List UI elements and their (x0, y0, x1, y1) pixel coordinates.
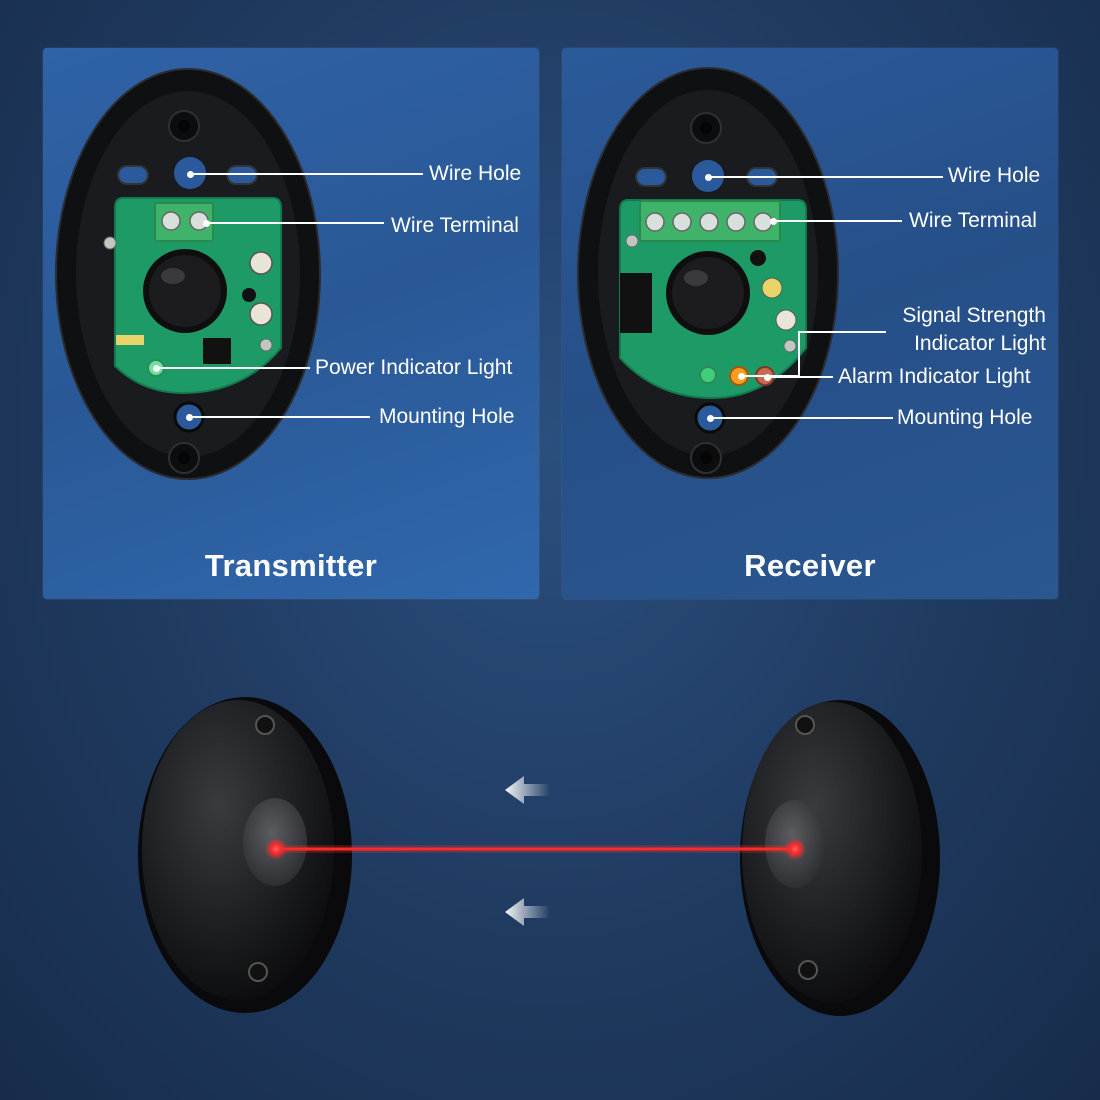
rx-signal-strength-label-2: Indicator Light (914, 332, 1046, 355)
tx-wire-terminal-label: Wire Terminal (391, 214, 519, 237)
receiver-device (740, 700, 940, 1016)
wire-terminal-leader (206, 222, 384, 224)
mounting-hole-leader (189, 416, 370, 418)
tx-mounting-hole-label: Mounting Hole (379, 405, 515, 428)
alarm-indicator-leader (767, 376, 833, 378)
transmitter-panel: Wire Hole Wire Terminal Power Indicator … (43, 48, 539, 599)
tx-power-indicator-label: Power Indicator Light (315, 356, 513, 379)
tx-wire-hole-label: Wire Hole (429, 162, 522, 185)
rx-mounting-hole-leader (710, 417, 893, 419)
beam-illustration (138, 697, 940, 1016)
transmitter-emitter-glow (265, 838, 287, 860)
rx-alarm-indicator-label: Alarm Indicator Light (838, 365, 1031, 388)
rx-wire-terminal-leader (773, 220, 902, 222)
arrow-left-icon (505, 776, 550, 804)
rx-wire-terminal-label: Wire Terminal (909, 209, 1037, 232)
receiver-panel: Wire Hole Wire Terminal Signal Strength … (562, 48, 1058, 599)
receiver-open-housing (577, 67, 839, 479)
signal-strength-leader-h (798, 331, 886, 333)
transmitter-title: Transmitter (204, 548, 378, 583)
receiver-title: Receiver (744, 548, 876, 583)
rx-wire-hole-leader (708, 176, 943, 178)
power-indicator-leader (156, 367, 310, 369)
signal-strength-leader-v (798, 331, 800, 376)
transmitter-open-housing (55, 68, 321, 480)
wire-hole-leader (190, 173, 423, 175)
rx-wire-hole-label: Wire Hole (948, 164, 1041, 187)
transmitter-device (138, 697, 352, 1013)
arrow-left-icon (505, 898, 550, 926)
rx-mounting-hole-label: Mounting Hole (897, 406, 1033, 429)
receiver-sensor-glow (784, 838, 806, 860)
rx-signal-strength-label-1: Signal Strength (902, 304, 1046, 327)
